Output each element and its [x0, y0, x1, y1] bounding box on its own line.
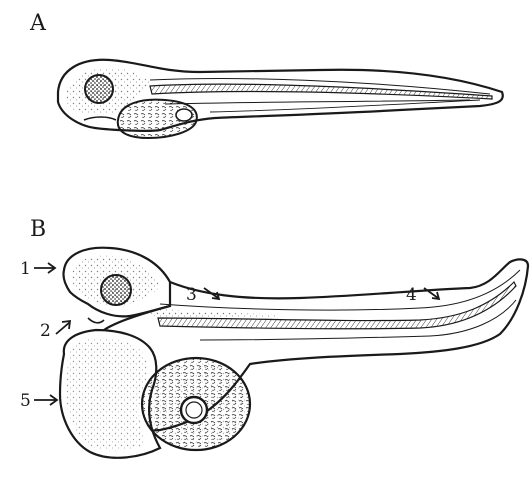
- callout-1-arrow: [34, 263, 55, 273]
- callout-5-arrow: [34, 395, 57, 405]
- callout-1: 1: [20, 259, 55, 279]
- callout-1-label: 1: [20, 259, 31, 279]
- callout-2-label: 2: [40, 321, 51, 341]
- embryo-a-vesicle: [176, 109, 192, 121]
- embryo-b-eye: [101, 275, 131, 305]
- callout-2: 2: [40, 321, 70, 341]
- callout-2-arrow: [56, 321, 70, 334]
- panel-a-label: A: [29, 11, 47, 36]
- callout-5: 5: [20, 391, 57, 411]
- embryo-b-oil-droplet-inner: [186, 402, 202, 418]
- panel-b-label: B: [30, 217, 46, 242]
- embryo-b-jaw: [88, 318, 104, 323]
- embryo-a-eye: [85, 75, 113, 103]
- panel-b: B 1 2 3: [20, 217, 528, 458]
- callout-4-label: 4: [406, 285, 417, 305]
- callout-3-label: 3: [186, 285, 197, 305]
- callout-5-label: 5: [20, 391, 31, 411]
- panel-a: A: [29, 11, 503, 138]
